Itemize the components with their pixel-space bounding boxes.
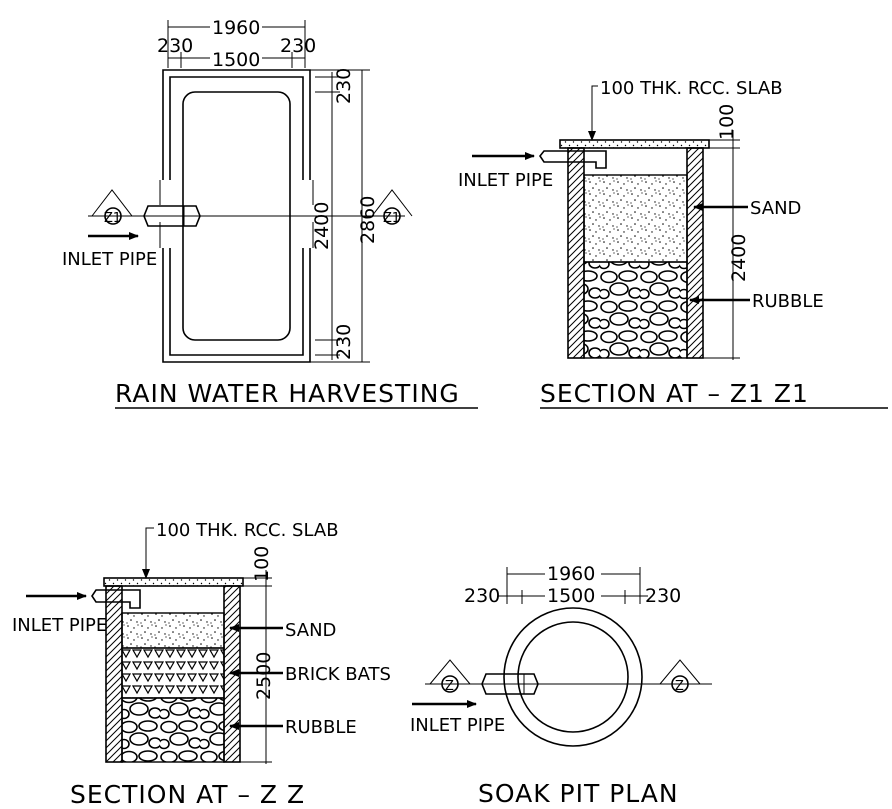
depth-dimension [703, 130, 740, 360]
dim-wall-right: 230 [280, 35, 316, 57]
brick-bats-layer [121, 647, 225, 699]
sand-label: SAND [285, 620, 336, 641]
left-wall [567, 147, 585, 359]
rwh-plan-view: 1960 230 1500 230 [62, 17, 478, 409]
inlet-pipe-label: INLET PIPE [410, 715, 505, 736]
rubble-layer [583, 261, 688, 359]
svg-text:Z1: Z1 [383, 211, 400, 226]
sand-layer [121, 612, 225, 649]
section-marker-right: Z [659, 659, 701, 694]
left-wall [105, 585, 123, 763]
soak-pit-dimension-lines [498, 567, 648, 604]
rubble-label: RUBBLE [285, 717, 357, 738]
slab-label: 100 THK. RCC. SLAB [156, 520, 339, 541]
inlet-pipe-label: INLET PIPE [12, 615, 107, 636]
rubble-layer [121, 697, 225, 763]
pit-outer-ring [503, 607, 643, 747]
dim-wall-left: 230 [464, 585, 500, 607]
section-z-view: 100 THK. RCC. SLAB 100 INLET PIPE 2500 S… [12, 520, 391, 809]
plan-title: RAIN WATER HARVESTING [115, 379, 460, 408]
inlet-pipe-plan [481, 673, 539, 695]
section-marker-left: Z1 [91, 189, 133, 226]
pit-inner-ring [517, 621, 629, 733]
svg-text:Z: Z [445, 679, 454, 694]
rubble-label: RUBBLE [752, 291, 824, 312]
section-z1-view: 100 THK. RCC. SLAB 100 INLET PIPE 2400 S… [458, 78, 888, 409]
inlet-pipe-section [91, 589, 141, 609]
section-marker-right: Z1 [371, 189, 413, 226]
sand-layer [583, 174, 688, 263]
slab-thickness-dim: 100 [716, 104, 738, 140]
svg-text:Z1: Z1 [104, 211, 121, 226]
right-wall [686, 147, 704, 359]
depth-dim: 2400 [728, 234, 750, 282]
dim-total-width: 1960 [212, 17, 260, 39]
svg-text:Z: Z [675, 679, 684, 694]
dim-wall-right: 230 [645, 585, 681, 607]
section-z-title: SECTION AT – Z Z [70, 780, 305, 809]
sand-label: SAND [750, 198, 801, 219]
dim-total-height: 2860 [357, 196, 379, 244]
top-dimension-lines [167, 20, 306, 68]
dim-wall-left: 230 [157, 35, 193, 57]
rcc-slab [103, 577, 244, 587]
dim-inner-width: 1500 [212, 49, 260, 71]
dim-total-width: 1960 [547, 563, 595, 585]
inlet-pipe-label: INLET PIPE [62, 249, 157, 270]
inlet-pipe-label: INLET PIPE [458, 170, 553, 191]
dim-inner-width: 1500 [547, 585, 595, 607]
dim-wall-bottom: 230 [333, 324, 355, 360]
depth-dim: 2500 [253, 652, 275, 700]
rcc-slab [559, 139, 710, 149]
brick-bats-label: BRICK BATS [285, 664, 391, 685]
slab-thickness-dim: 100 [251, 546, 273, 582]
depth-dimension [240, 570, 272, 764]
slab-label: 100 THK. RCC. SLAB [600, 78, 783, 99]
inlet-pipe-plan [88, 205, 201, 240]
dim-inner-height: 2400 [311, 202, 333, 250]
section-z1-title: SECTION AT – Z1 Z1 [540, 379, 809, 408]
dim-wall-top: 230 [333, 68, 355, 104]
soak-pit-title: SOAK PIT PLAN [478, 779, 679, 808]
soak-pit-plan-view: 1960 230 1500 230 Z Z INLET [410, 563, 712, 808]
inlet-pipe-section [539, 150, 607, 169]
section-marker-left: Z [429, 659, 471, 694]
